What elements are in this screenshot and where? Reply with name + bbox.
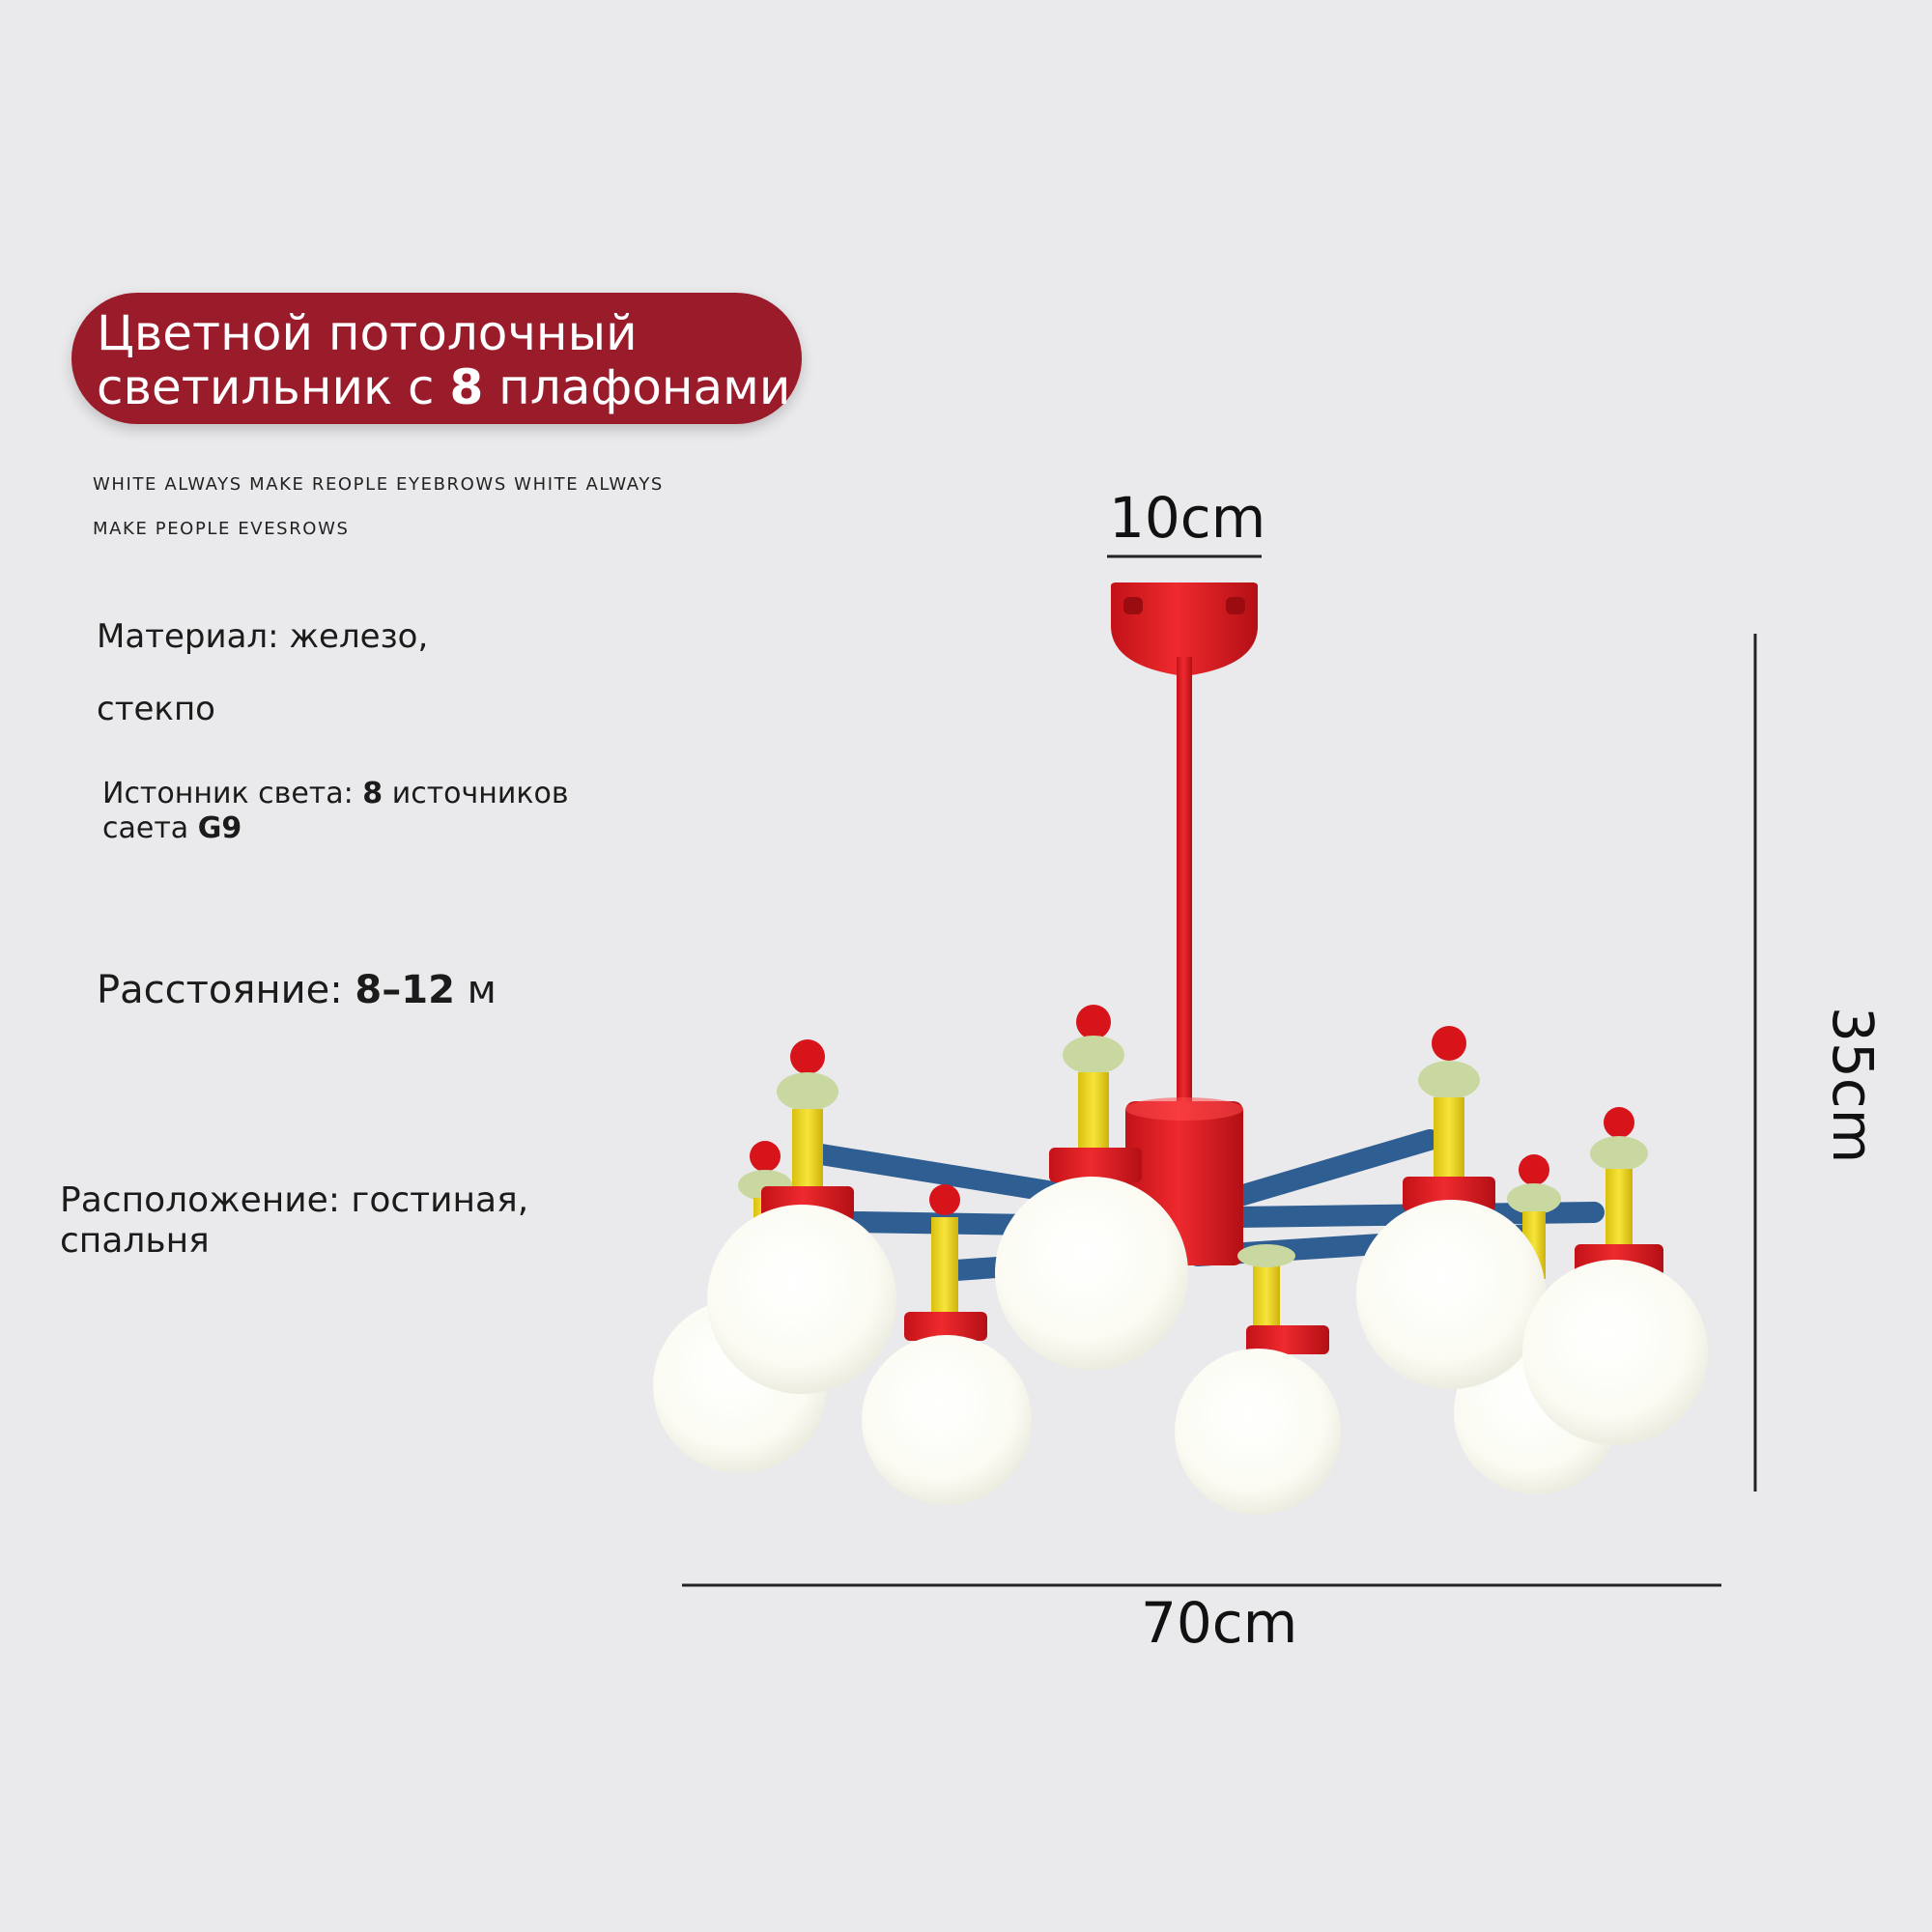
subtitle-line-2: MAKE PEOPLE EVESROWS xyxy=(93,519,350,539)
lamp-left xyxy=(707,1039,896,1394)
dimension-top-label: 10cm xyxy=(1109,485,1266,551)
spec-location: Расположение: гостиная, спальня xyxy=(60,1180,529,1261)
title-banner: Цветной потолочный светильник с 8 плафон… xyxy=(71,293,802,424)
ceiling-canopy xyxy=(1111,582,1258,676)
dimension-width-label: 70cm xyxy=(1141,1590,1298,1656)
spec-distance: Расстояние: 8–12 м xyxy=(97,968,497,1012)
title-line-1: Цветной потолочный xyxy=(97,305,638,361)
lamp-center-front xyxy=(995,1005,1188,1370)
lamp-back-center xyxy=(1237,1244,1295,1333)
spec-material-line-2: стекпо xyxy=(97,690,215,728)
center-rod xyxy=(1177,657,1192,1101)
lamp-far-right xyxy=(1522,1107,1708,1445)
lamp-center-bottom xyxy=(1175,1325,1341,1515)
lamp-inner-left xyxy=(862,1184,1032,1505)
spec-light-source: Истонник света: 8 источников саета G9 xyxy=(102,777,569,845)
subtitle-line-1: WHITE ALWAYS MAKE REOPLE EYEBROWS WHITE … xyxy=(93,474,664,495)
title-line-2: светильник с 8 плафонами xyxy=(97,359,791,415)
lamp-right xyxy=(1356,1026,1546,1389)
spec-material: Материал: железо, xyxy=(97,617,429,656)
